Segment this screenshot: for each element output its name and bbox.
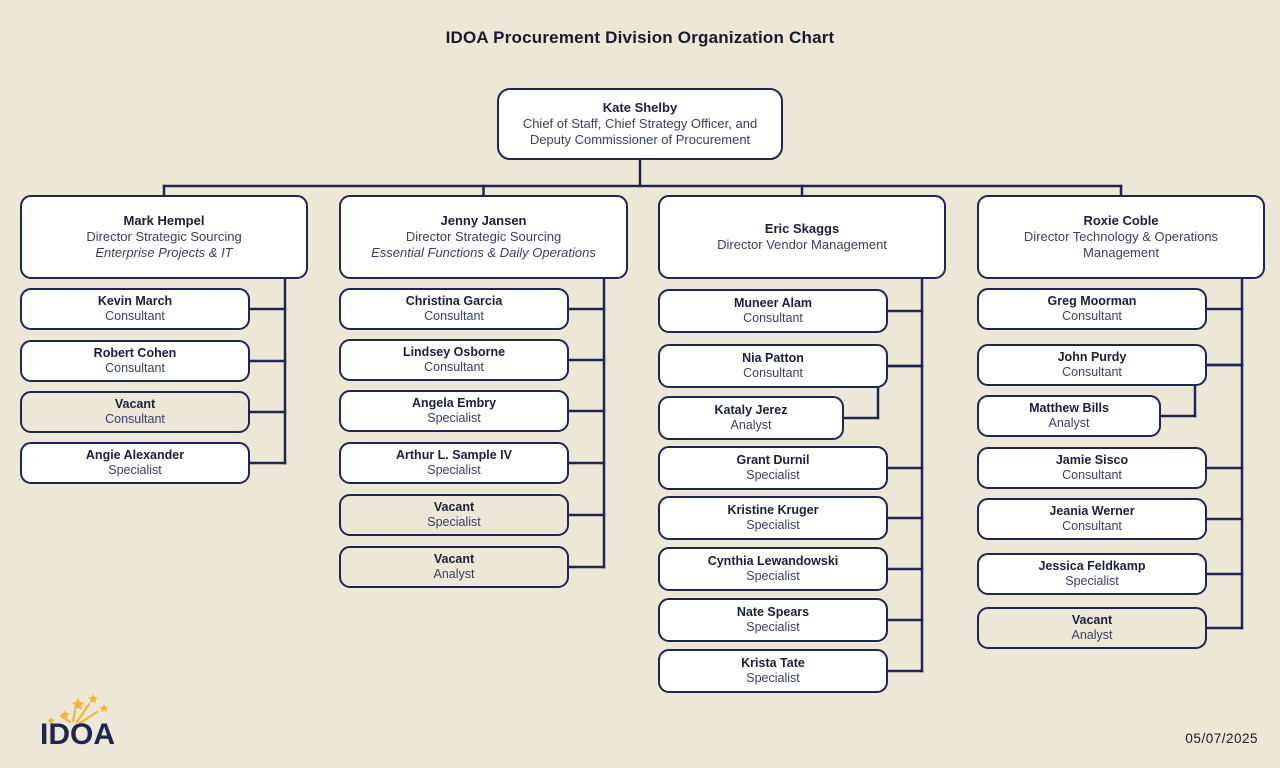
node-role: Specialist (427, 411, 481, 425)
node-role: Consultant (1062, 519, 1122, 533)
node-name: Jamie Sisco (1055, 452, 1129, 467)
node-role: Specialist (427, 463, 481, 477)
node-name: Vacant (433, 499, 475, 514)
node-name: Robert Cohen (93, 345, 177, 360)
node-name: Arthur L. Sample IV (396, 447, 512, 462)
node-name: Jeania Werner (1049, 503, 1135, 518)
node-name: Vacant (114, 396, 156, 411)
idoa-logo-icon: IDOA (40, 694, 115, 748)
node-name: Kevin March (97, 293, 173, 308)
node-name: Muneer Alam (733, 295, 813, 310)
node-role: Director Strategic Sourcing (86, 229, 242, 245)
node-name: Matthew Bills (1029, 400, 1109, 415)
node-role: Analyst (730, 418, 772, 432)
node-role: Consultant (424, 309, 484, 323)
node-name: Nate Spears (736, 604, 810, 619)
node-role: Consultant (424, 360, 484, 374)
idoa-wordmark: IDOA (40, 718, 115, 748)
node-name: Krista Tate (741, 655, 805, 670)
node-name: Nia Patton (742, 350, 804, 365)
node-role-secondary: Management (1083, 244, 1159, 260)
chart-date: 05/07/2025 (1185, 731, 1258, 746)
node-name: Angie Alexander (85, 447, 185, 462)
node-role: Director Technology & Operations (1023, 229, 1219, 245)
node-name: Eric Skaggs (764, 221, 840, 237)
node-role: Specialist (746, 518, 800, 532)
node-role: Analyst (1071, 628, 1113, 642)
node-role: Consultant (1062, 309, 1122, 323)
node-role-secondary: Enterprise Projects & IT (95, 244, 233, 260)
node-name: Roxie Coble (1083, 213, 1159, 229)
node-role: Analyst (433, 567, 475, 581)
idoa-logo: IDOA (34, 676, 154, 748)
node-name: Vacant (1071, 612, 1113, 627)
node-role: Specialist (746, 671, 800, 685)
node-name: Greg Moorman (1047, 293, 1137, 308)
node-role: Consultant (743, 366, 803, 380)
node-role: Consultant (105, 361, 165, 375)
node-name: Kataly Jerez (714, 402, 788, 417)
node-role: Specialist (746, 620, 800, 634)
node-name: Jenny Jansen (440, 213, 527, 229)
page-title: IDOA Procurement Division Organization C… (445, 28, 835, 47)
node-role: Consultant (105, 412, 165, 426)
node-role: Consultant (743, 311, 803, 325)
node-name: Vacant (433, 551, 475, 566)
node-role: Specialist (1065, 574, 1119, 588)
node-role: Analyst (1048, 416, 1090, 430)
node-name: Cynthia Lewandowski (707, 553, 839, 568)
node-role-secondary: Deputy Commissioner of Procurement (529, 131, 751, 147)
node-role: Specialist (427, 515, 481, 529)
node-name: Kristine Kruger (727, 502, 819, 517)
node-role: Specialist (108, 463, 162, 477)
node-name: Angela Embry (411, 395, 497, 410)
node-role: Consultant (105, 309, 165, 323)
node-name: Lindsey Osborne (402, 344, 506, 359)
node-name: Jessica Feldkamp (1038, 558, 1146, 573)
node-role: Chief of Staff, Chief Strategy Officer, … (522, 116, 758, 132)
node-role-secondary: Essential Functions & Daily Operations (371, 244, 596, 260)
node-name: Kate Shelby (602, 100, 678, 116)
node-role: Specialist (746, 468, 800, 482)
node-name: John Purdy (1057, 349, 1127, 364)
node-role: Specialist (746, 569, 800, 583)
node-name: Christina Garcia (405, 293, 503, 308)
node-name: Grant Durnil (736, 452, 810, 467)
node-role: Consultant (1062, 365, 1122, 379)
node-role: Consultant (1062, 468, 1122, 482)
node-name: Mark Hempel (123, 213, 205, 229)
node-role: Director Vendor Management (717, 237, 887, 252)
node-role: Director Strategic Sourcing (405, 229, 562, 245)
